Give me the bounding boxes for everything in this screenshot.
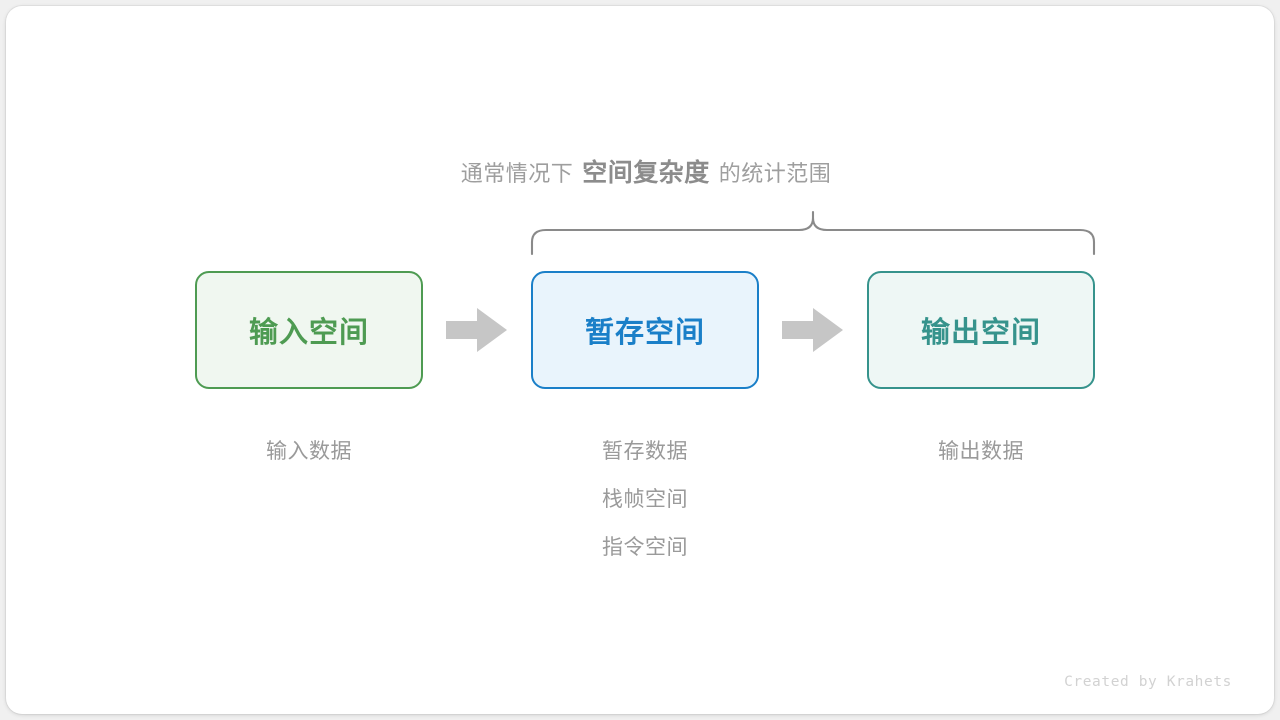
- box-input-space[interactable]: 输入空间: [195, 271, 423, 389]
- arrow-right-icon-temp-to-output: [782, 308, 843, 352]
- diagram-card: 通常情况下空间复杂度的统计范围 输入空间 暂存空间 输出空间 输入数据 暂存数据: [6, 6, 1274, 714]
- box-output-space[interactable]: 输出空间: [867, 271, 1095, 389]
- caption-prefix: 通常情况下: [460, 161, 574, 186]
- curly-brace-icon: [530, 210, 1096, 256]
- label-item: 输入数据: [266, 440, 352, 463]
- label-item: 输出数据: [938, 440, 1024, 463]
- caption-emphasis: 空间复杂度: [582, 159, 710, 187]
- arrow-right-icon-input-to-temp: [446, 308, 507, 352]
- box-input-space-label: 输入空间: [248, 317, 369, 349]
- labels-output-space: 输出数据: [831, 428, 1131, 476]
- caption-suffix: 的统计范围: [718, 161, 832, 186]
- labels-temp-space: 暂存数据 栈帧空间 指令空间: [495, 428, 795, 572]
- box-temp-space-label: 暂存空间: [584, 317, 705, 349]
- label-item: 指令空间: [602, 536, 688, 559]
- box-output-space-label: 输出空间: [920, 317, 1041, 349]
- brace-caption: 通常情况下空间复杂度的统计范围: [6, 157, 1280, 190]
- box-temp-space[interactable]: 暂存空间: [531, 271, 759, 389]
- label-item: 暂存数据: [602, 440, 688, 463]
- labels-input-space: 输入数据: [159, 428, 459, 476]
- label-item: 栈帧空间: [602, 488, 688, 511]
- watermark: Created by Krahets: [1064, 674, 1232, 690]
